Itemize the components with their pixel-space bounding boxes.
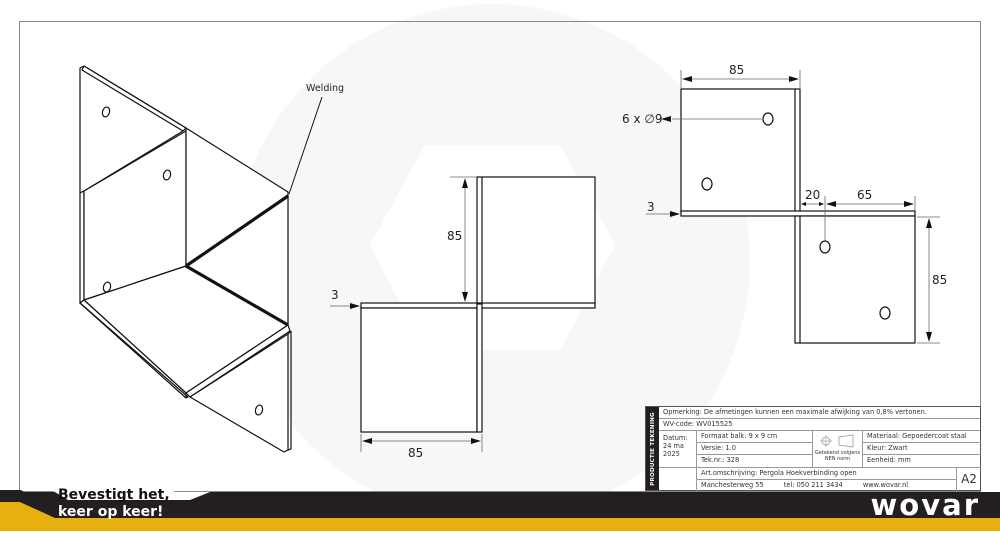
date-value-1: 24 ma xyxy=(663,442,684,450)
remark-row: Opmerking: De afmetingen kunnen een maxi… xyxy=(659,407,980,419)
sheet-border xyxy=(19,21,981,492)
drawing-number-cell: Tek.nr.: 328 xyxy=(697,455,813,468)
date-spacer xyxy=(659,468,697,491)
brand-logo: wovar xyxy=(870,488,980,522)
front-thickness-dim: 3 xyxy=(331,288,339,302)
front-view xyxy=(330,176,596,452)
paper-size: A2 xyxy=(961,472,977,486)
format-cell: Formaat balk: 9 x 9 cm xyxy=(697,431,813,443)
hole-spacing-dim: 65 xyxy=(857,188,872,202)
footer-band xyxy=(0,486,1000,531)
standard-cell: Getekend volgens NEN norm xyxy=(813,431,863,468)
version-cell: Versie: 1.0 xyxy=(697,443,813,455)
top-width-dim: 85 xyxy=(729,63,744,77)
standard-line-2: NEN norm xyxy=(824,456,851,462)
website-link[interactable]: www.wovar.nl xyxy=(862,481,909,489)
front-width-dim: 85 xyxy=(408,446,423,460)
holes-callout: 6 x ∅9 xyxy=(622,112,662,126)
projection-symbol-icon xyxy=(813,431,862,450)
date-value-2: 2025 xyxy=(663,450,680,458)
isometric-view xyxy=(79,65,323,453)
side-label: PRODUCTIE TEKENING xyxy=(649,411,656,486)
top-height-dim: 85 xyxy=(932,273,947,287)
contact-cell: Manchesterweg 55 tel: 050 211 3434 www.w… xyxy=(697,480,957,491)
date-label: Datum: xyxy=(663,434,688,442)
welding-label: Welding xyxy=(306,83,344,94)
top-thickness-dim: 3 xyxy=(647,200,655,214)
address: Manchesterweg 55 xyxy=(701,481,764,489)
date-cell: Datum: 24 ma 2025 xyxy=(659,431,697,468)
top-view xyxy=(646,70,940,344)
standard-line-1: Getekend volgens xyxy=(814,450,861,456)
unit-cell: Eenheid: mm xyxy=(863,455,981,468)
slogan-line-1: Bevestigt het, xyxy=(58,487,170,503)
material-cell: Materiaal: Gepoedercoat staal xyxy=(863,431,981,443)
slogan: Bevestigt het, keer op keer! xyxy=(58,487,170,521)
slogan-line-2: keer op keer! xyxy=(58,504,164,520)
wv-code-row: WV-code: WV015525 xyxy=(659,419,980,431)
phone: tel: 050 211 3434 xyxy=(783,481,843,489)
description-cell: Art.omschrijving: Pergola Hoekverbinding… xyxy=(697,468,957,480)
hole-offset-dim: 20 xyxy=(805,188,820,202)
title-block: PRODUCTIE TEKENING Opmerking: De afmetin… xyxy=(645,406,981,491)
color-cell: Kleur: Zwart xyxy=(863,443,981,455)
front-height-dim: 85 xyxy=(447,229,462,243)
title-block-side: PRODUCTIE TEKENING xyxy=(646,407,659,490)
